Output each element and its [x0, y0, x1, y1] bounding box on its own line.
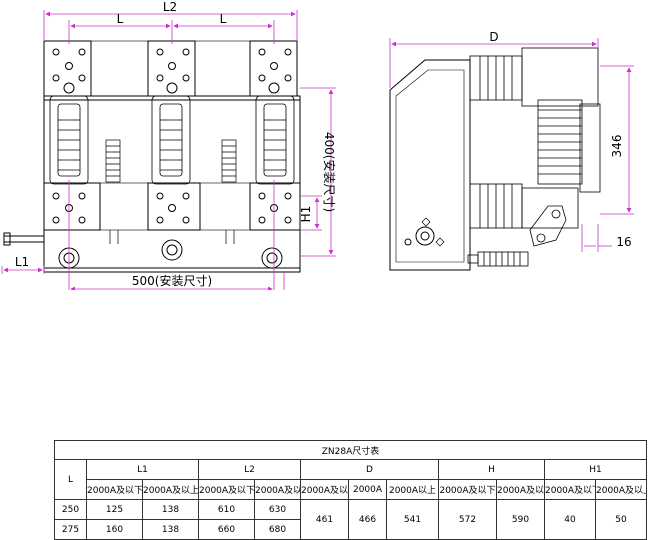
table-cell: 541: [386, 499, 439, 540]
top-insulator: [469, 47, 599, 107]
table-subheader: 2000A及以上: [142, 479, 199, 500]
table-cell: 138: [142, 499, 199, 520]
bottom-terminal-plates: [43, 182, 301, 231]
dim-L-left-label: L: [117, 12, 124, 26]
table-header-L: L: [54, 459, 87, 500]
springs: [105, 139, 237, 183]
table-cell: 590: [496, 499, 545, 540]
dim-L-right-label: L: [220, 12, 227, 26]
front-view: [3, 40, 301, 273]
table-subheader: 2000A及以上: [594, 479, 648, 500]
dim-L2-label: L2: [163, 0, 177, 14]
table-cell: 660: [198, 519, 255, 540]
bottom-insulator: [469, 183, 579, 229]
insulator-poles: [49, 95, 295, 185]
table-header-L2: L2: [198, 459, 301, 480]
table-header-H1: H1: [543, 459, 648, 480]
table-cell: 160: [86, 519, 143, 540]
dim-16-label: 16: [616, 235, 631, 249]
side-dimensions: [389, 38, 634, 252]
table-subheader: 2000A及以下: [300, 479, 349, 500]
dim-H1-side-label: H1: [299, 206, 313, 223]
table-row: 275 160 138 660 680: [54, 519, 647, 540]
table-cell: 250: [54, 499, 87, 520]
table-title: ZN28A尺寸表: [53, 440, 648, 460]
table-cell: 275: [54, 519, 87, 540]
dim-D-label: D: [489, 30, 498, 44]
operating-handle: [3, 232, 45, 246]
table-cell: 466: [348, 499, 387, 540]
table-header-D: D: [300, 459, 439, 480]
table-cell: 125: [86, 499, 143, 520]
dim-346-label: 346: [610, 135, 624, 158]
table-subheader: 2000A及以上: [254, 479, 301, 500]
table-cell: 138: [142, 519, 199, 540]
table-cell: 461: [300, 499, 349, 540]
front-dimensions: [1, 10, 336, 290]
dim-L1-label: L1: [15, 255, 29, 269]
vacuum-interrupter: [537, 99, 601, 193]
table-cell: 610: [198, 499, 255, 520]
table-subheader: 2000A: [348, 479, 387, 500]
table-subheader: 2000A及以下: [86, 479, 143, 500]
table-header-L1: L1: [86, 459, 199, 480]
table-subheader: 2000A及以下: [198, 479, 255, 500]
table-cell: 630: [254, 499, 301, 520]
table-cell: 680: [254, 519, 301, 540]
table-header-H: H: [438, 459, 545, 480]
side-view: [389, 47, 601, 271]
table-row: 250 125 138 610 630 461 466 541 572 590 …: [54, 499, 648, 540]
side-frame: [389, 59, 471, 271]
dimension-table: ZN28A尺寸表 L L1 L2 D H H1 2000A及以下 2000A及以…: [53, 440, 648, 540]
lever-mechanism: [467, 205, 567, 267]
table-subheader: 2000A以上: [386, 479, 439, 500]
bottom-wheels: [58, 239, 283, 269]
dim-400-label: 400(安装尺寸): [322, 132, 337, 212]
table-subheader: 2000A及以下: [438, 479, 497, 500]
table-cell: 50: [594, 499, 648, 540]
table-subheader: 2000A及以下: [544, 479, 596, 500]
bolt-holes: [52, 48, 292, 224]
table-cell: 572: [438, 499, 497, 540]
table-cell: 40: [544, 499, 596, 540]
technical-drawing: L2 L L L1 500(安装尺寸) H1 H1 400(安装尺寸): [1, 0, 634, 290]
table-subheader: 2000A及以上: [496, 479, 545, 500]
dim-500-label: 500(安装尺寸): [132, 273, 212, 288]
